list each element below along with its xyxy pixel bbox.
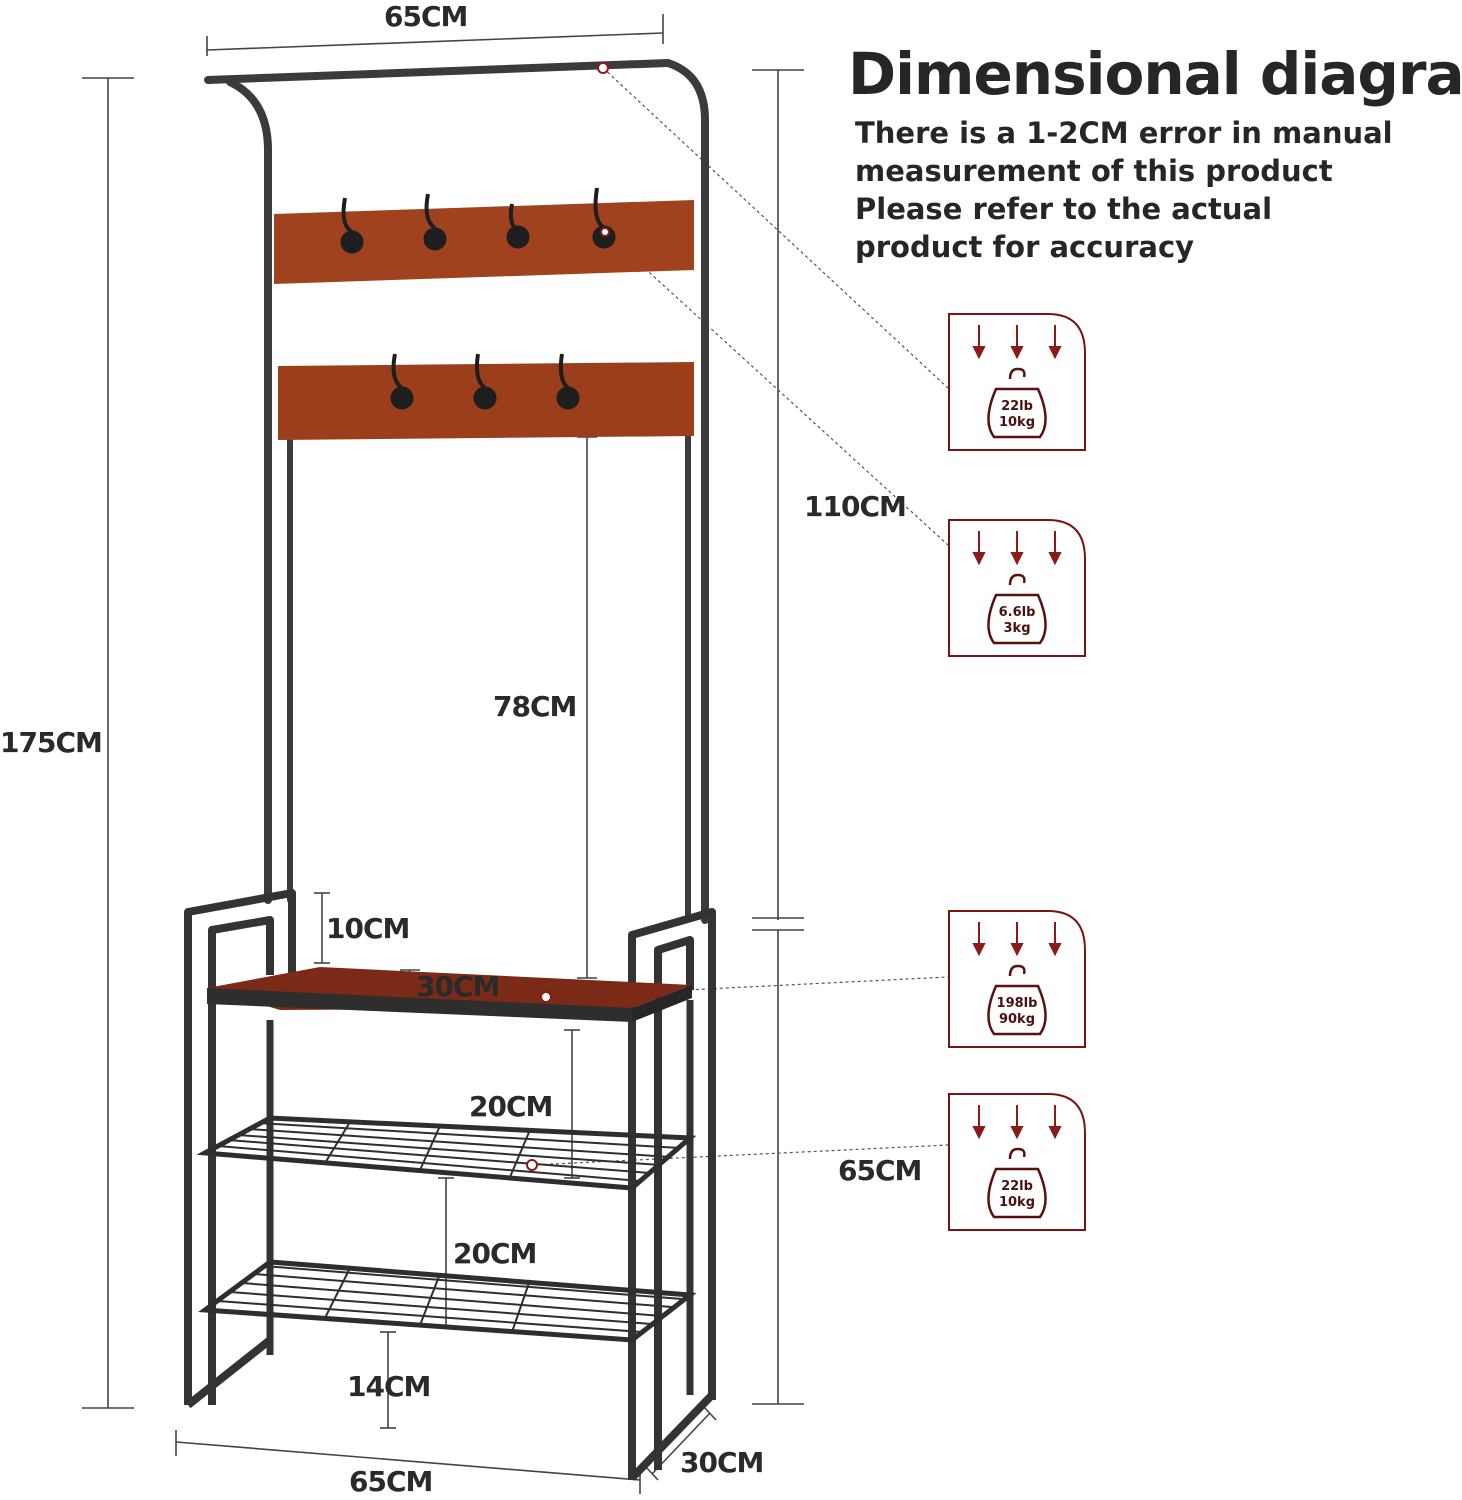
weight-icon — [987, 964, 1047, 1036]
note-line: measurement of this product — [855, 154, 1333, 188]
note-line: Please refer to the actual — [855, 192, 1273, 226]
down-arrow-icon — [972, 531, 1062, 566]
bottom-clearance-label: 14CM — [347, 1370, 431, 1403]
load-badge-frame — [948, 910, 1086, 1048]
bench-seat — [207, 967, 692, 1022]
base-width-label: 65CM — [349, 1465, 433, 1498]
load-badge-frame — [948, 519, 1086, 657]
load-badge: 6.6lb 3kg — [948, 519, 1086, 657]
rack-frame — [204, 59, 709, 924]
load-kg: 10kg — [998, 415, 1036, 430]
shoe-shelf-upper — [196, 1115, 697, 1191]
dimension-lines — [82, 14, 804, 1494]
page-title: Dimensional diagram — [848, 40, 1462, 108]
load-kg: 3kg — [1003, 621, 1031, 636]
load-lb: 22lb — [1001, 399, 1033, 414]
load-lb: 6.6lb — [998, 605, 1036, 620]
total-height-label: 175CM — [0, 726, 103, 759]
down-arrow-icon — [972, 922, 1062, 957]
weight-icon — [987, 573, 1047, 645]
top-width-label: 65CM — [384, 0, 468, 33]
load-lb: 22lb — [1001, 1179, 1033, 1194]
load-badge: 198lb 90kg — [948, 910, 1086, 1048]
hooks — [340, 187, 616, 410]
shoe-shelf-lower — [198, 1259, 697, 1343]
note-line: product for accuracy — [855, 230, 1195, 264]
shelf-to-shelf-label: 20CM — [453, 1237, 537, 1270]
bench-frame — [184, 889, 716, 1481]
weight-icon — [987, 1147, 1047, 1219]
load-kg: 10kg — [998, 1195, 1036, 1210]
measurement-note: There is a 1-2CM error in manual measure… — [855, 114, 1455, 266]
base-depth-label: 30CM — [680, 1446, 764, 1479]
hook-to-bench-label: 78CM — [493, 690, 577, 723]
down-arrow-icon — [972, 1105, 1062, 1140]
upper-height-label: 110CM — [804, 490, 907, 523]
armrest-height-label: 10CM — [326, 912, 410, 945]
note-line: There is a 1-2CM error in manual — [855, 116, 1393, 150]
bench-to-shelf-label: 20CM — [469, 1090, 553, 1123]
load-badge: 22lb 10kg — [948, 313, 1086, 451]
bench-depth-label: 30CM — [416, 970, 500, 1003]
load-badge-frame — [948, 1093, 1086, 1231]
down-arrow-icon — [972, 325, 1062, 360]
load-badge: 22lb 10kg — [948, 1093, 1086, 1231]
load-badge-frame — [948, 313, 1086, 451]
lower-height-label: 65CM — [838, 1154, 922, 1187]
weight-icon — [987, 367, 1047, 439]
load-kg: 90kg — [998, 1012, 1036, 1027]
load-lb: 198lb — [996, 996, 1038, 1011]
